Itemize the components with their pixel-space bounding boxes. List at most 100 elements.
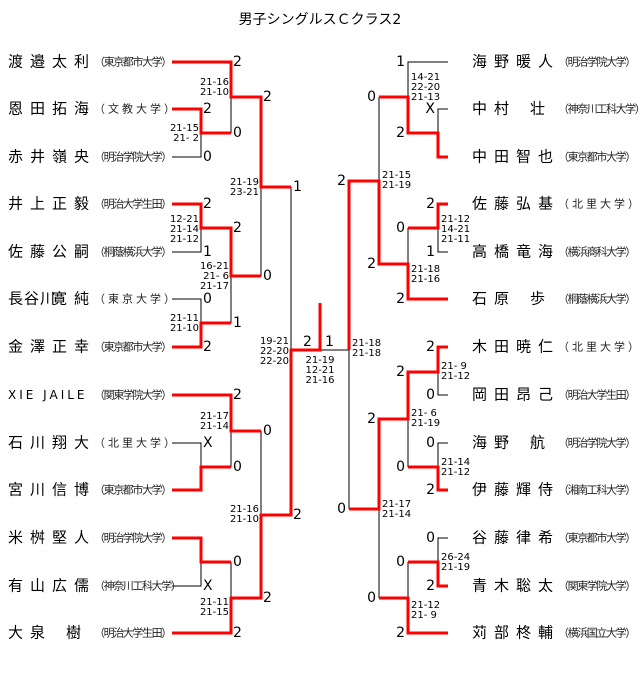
left-game-scores: 21-16 21-10	[199, 77, 229, 98]
right-round-score: 0	[426, 530, 435, 546]
right-game-scores: 21-15 21-19	[382, 170, 412, 191]
right-round-score: 0	[396, 459, 405, 475]
left-player-given-name: 広儒	[52, 576, 97, 595]
left-round-score: 0	[233, 125, 242, 141]
left-player-family-name: 有山	[8, 576, 53, 595]
right-player-family-name: 海野	[472, 433, 517, 452]
right-round-score: X	[425, 101, 435, 117]
bracket-line	[437, 372, 448, 396]
winner-path	[172, 107, 231, 135]
bracket-title: 男子シングルスＣクラス2	[238, 12, 402, 28]
winner-lines	[172, 60, 448, 635]
left-game-scores: 16-21 21- 6 21-17	[199, 261, 229, 292]
right-game-scores: 21-12 21- 9	[411, 600, 441, 621]
right-player-university: （東京都市大学）	[558, 531, 636, 545]
right-player-university: （横浜商科大学）	[558, 245, 636, 259]
left-player-university: （明治大学生田）	[94, 197, 172, 211]
right-player-given-name: 昂己	[516, 385, 561, 404]
left-player-family-name: 渡邉	[8, 52, 53, 71]
left-player-given-name: 太利	[52, 52, 97, 71]
right-player-family-name: 青木	[472, 576, 517, 595]
right-player-university: （北里大学）	[558, 197, 640, 211]
left-player-given-name: 寛純	[52, 289, 97, 308]
right-round-score: 2	[396, 625, 405, 641]
left-round-score: 0	[203, 291, 212, 307]
right-player-given-name: 聡太	[516, 576, 561, 595]
right-player-given-name: 智也	[516, 147, 561, 166]
left-player-given-name: 公嗣	[52, 242, 97, 261]
left-player-university: （北里大学）	[94, 436, 178, 450]
right-game-scores: 14-21 22-20 21-13	[411, 72, 441, 103]
winner-path	[379, 596, 448, 635]
right-round-score: 2	[396, 291, 405, 307]
right-player-given-name: 輝侍	[516, 480, 561, 499]
left-round-score: 0	[263, 423, 272, 439]
right-player-given-name: 竜海	[516, 242, 561, 261]
left-round-score: 2	[233, 220, 242, 236]
bracket-line	[407, 61, 448, 97]
right-player-family-name: 苅部	[472, 623, 517, 642]
winner-path	[172, 465, 231, 492]
left-player-family-name: 石川	[8, 433, 53, 452]
left-round-score: 2	[203, 339, 212, 355]
right-round-score: 0	[367, 89, 376, 105]
left-round-score: 0	[233, 459, 242, 475]
left-round-score: 0	[203, 149, 212, 165]
left-player-university: （神奈川工科大学）	[94, 579, 182, 593]
right-player-given-name: 航	[529, 433, 552, 452]
right-player-family-name: 石原	[472, 289, 517, 308]
right-player-given-name: 壮	[529, 99, 552, 118]
left-round-score: 0	[233, 554, 242, 570]
right-player-given-name: 歩	[529, 289, 552, 308]
bracket-line	[172, 228, 202, 253]
right-player-university: （東京都市大学）	[558, 150, 636, 164]
winner-path	[172, 202, 261, 278]
right-player-university: （神奈川工科大学）	[558, 102, 640, 116]
left-round-score: 1	[203, 244, 212, 260]
right-player-family-name: 中田	[472, 147, 517, 166]
bracket-line	[172, 298, 202, 323]
bracket-line	[172, 442, 202, 467]
bracket-line	[172, 133, 202, 158]
right-round-score: 2	[396, 364, 405, 380]
left-player-family-name: 長谷川	[8, 289, 57, 308]
left-game-scores: 21-15 21- 2	[169, 123, 199, 144]
left-player-university: （東京大学）	[94, 292, 178, 306]
winner-path	[408, 202, 448, 230]
left-game-scores: 21-16 21-10	[229, 504, 259, 525]
right-player-university: （明治大学生田）	[558, 388, 636, 402]
left-round-score: 2	[263, 89, 272, 105]
right-round-score: 2	[367, 411, 376, 427]
left-player-family-name: 金澤	[8, 337, 53, 356]
right-game-scores: 21-14 21-12	[441, 457, 471, 478]
right-round-score: 2	[426, 482, 435, 498]
left-round-score: 2	[203, 196, 212, 212]
right-game-scores: 26-24 21-19	[441, 552, 471, 573]
left-player-given-name: 正幸	[52, 337, 97, 356]
right-round-score: 0	[426, 435, 435, 451]
right-round-score: 0	[367, 590, 376, 606]
right-player-university: （横浜国立大学）	[558, 626, 636, 640]
right-round-score: 2	[426, 578, 435, 594]
winner-path	[408, 465, 448, 492]
right-player-family-name: 佐藤	[472, 194, 517, 213]
right-game-scores: 21-18 21-16	[411, 264, 441, 285]
right-player-university: （明治学院大学）	[558, 55, 636, 69]
left-player-university: （明治大学生田）	[94, 626, 172, 640]
winner-path	[172, 536, 231, 564]
left-player-family-name: XIE JAILE	[8, 388, 88, 402]
left-player-university: （明治学院大学）	[94, 150, 172, 164]
left-player-university: （東京都市大学）	[94, 483, 172, 497]
right-player-family-name: 木田	[472, 337, 517, 356]
loser-lines	[172, 61, 448, 598]
right-player-family-name: 伊藤	[472, 480, 517, 499]
left-player-university: （明治学院大学）	[94, 531, 172, 545]
left-game-scores: 12-21 21-14 21-12	[169, 214, 199, 245]
final-right-score: 1	[325, 334, 334, 350]
right-round-score: 0	[396, 554, 405, 570]
left-player-family-name: 佐藤	[8, 242, 53, 261]
right-game-scores: 21- 9 21-12	[441, 361, 471, 382]
winner-path	[172, 321, 231, 349]
left-game-scores: 19-21 22-20 22-20	[259, 336, 289, 367]
left-player-given-name: 信博	[52, 480, 97, 499]
